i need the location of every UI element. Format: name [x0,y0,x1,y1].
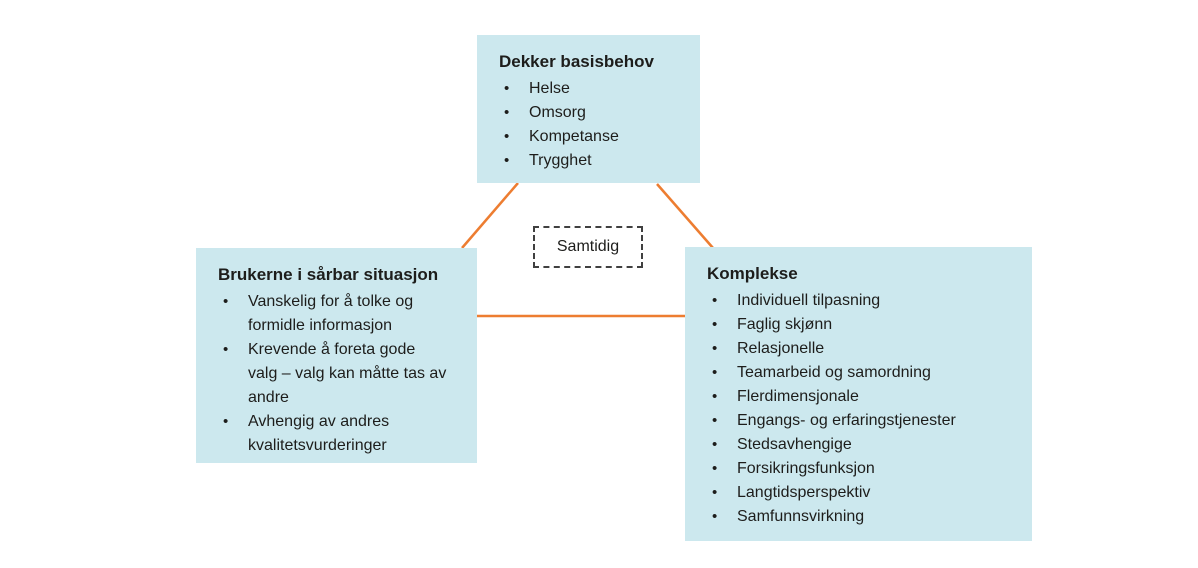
samtidig-label: Samtidig [556,238,620,255]
connector-top-to-left [461,182,519,249]
samtidig-dashed-box: Samtidig [533,226,643,268]
list-item: Individuell tilpasning [707,289,1022,313]
list-item: Krevende å foreta gode valg – valg kan m… [218,338,467,410]
bullet-list-dekker-basisbehov: HelseOmsorgKompetanseTrygghet [499,77,690,173]
list-item: Avhengig av andres kvalitetsvurderinger [218,410,467,458]
bullet-list-brukerne: Vanskelig for å tolke og formidle inform… [218,290,467,458]
list-item: Trygghet [499,149,690,173]
list-item: Kompetanse [499,125,690,149]
list-item: Relasjonelle [707,337,1022,361]
bullet-list-komplekse: Individuell tilpasningFaglig skjønnRelas… [707,289,1022,529]
list-item: Forsikringsfunksjon [707,457,1022,481]
box-dekker-basisbehov: Dekker basisbehov HelseOmsorgKompetanseT… [477,35,700,183]
list-item: Engangs- og erfaringstjenester [707,409,1022,433]
box-title-komplekse: Komplekse [707,264,798,283]
list-item: Teamarbeid og samordning [707,361,1022,385]
list-item: Langtidsperspektiv [707,481,1022,505]
box-title-dekker-basisbehov: Dekker basisbehov [499,52,654,71]
list-item: Omsorg [499,101,690,125]
list-item: Faglig skjønn [707,313,1022,337]
box-title-brukerne: Brukerne i sårbar situasjon [218,265,439,284]
connector-top-to-right [656,183,714,249]
list-item: Flerdimensjonale [707,385,1022,409]
list-item: Helse [499,77,690,101]
list-item: Samfunnsvirkning [707,505,1022,529]
box-komplekse: Komplekse Individuell tilpasningFaglig s… [685,247,1032,541]
list-item: Vanskelig for å tolke og formidle inform… [218,290,467,338]
list-item: Stedsavhengige [707,433,1022,457]
box-brukerne-i-sarbar-situasjon: Brukerne i sårbar situasjon Vanskelig fo… [196,248,477,463]
